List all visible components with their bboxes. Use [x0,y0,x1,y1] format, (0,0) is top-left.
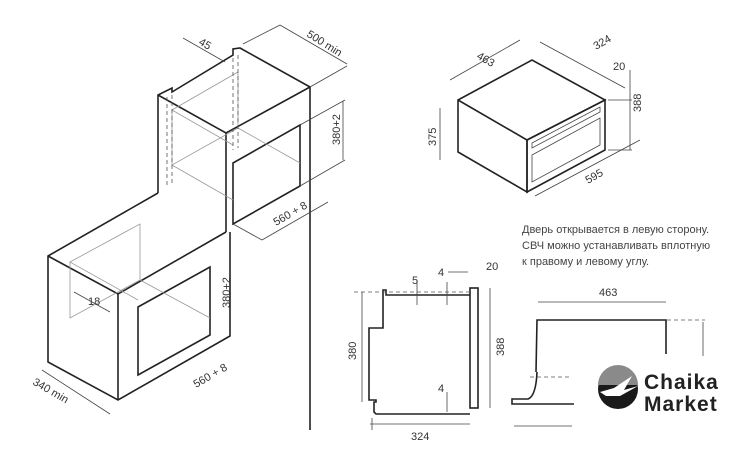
dim-500-min: 500 min [304,28,344,59]
logo-line-2: Market [644,393,718,416]
dim-324: 324 [592,33,614,53]
note-line: Дверь открывается в левую сторону. [522,224,710,236]
dim-388: 388 [632,94,644,112]
dim-upper-height: 380+2 [331,114,343,145]
dim-upper-width: 560 + 8 [272,200,310,229]
chaika-logo-icon [598,365,638,409]
dim-18: 18 [88,296,100,308]
dim-4-bottom: 4 [438,383,444,395]
dim-4-top: 4 [438,267,444,279]
dim-375: 375 [427,128,439,146]
upper-dimensions [41,24,348,415]
dim-340-min: 340 min [31,376,71,406]
dim-20: 20 [613,61,625,73]
logo-text: Chaika Market [644,372,719,416]
dim-5: 5 [412,275,418,287]
dim-463-front: 463 [599,287,617,299]
appliance-perspective [439,39,641,197]
dim-380: 380 [347,342,359,360]
dim-388-side: 388 [495,338,507,356]
side-view [354,271,491,430]
upper-cabinet [157,47,311,430]
note-line: СВЧ можно устанавливать вплотную [522,240,711,252]
logo-line-1: Chaika [644,371,719,394]
note-line: к правому и левому углу. [522,256,650,268]
dim-lower-width: 560 + 8 [192,362,230,391]
installation-note: Дверь открывается в левую сторону. СВЧ м… [522,222,710,270]
dim-20-side: 20 [486,261,498,273]
dim-lower-height: 380+2 [221,277,233,308]
lower-cabinet [47,192,231,401]
dim-595: 595 [584,167,606,187]
dim-45: 45 [197,36,214,53]
dim-324-side: 324 [411,431,429,443]
front-view [511,301,705,427]
dim-463: 463 [475,50,497,70]
